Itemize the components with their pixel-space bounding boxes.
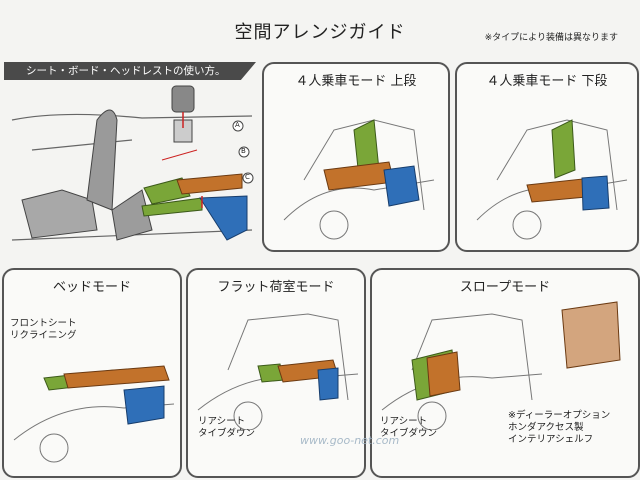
panel-flat-cargo: フラット荷室モード リアシート タイブダウン (186, 268, 366, 478)
equipment-note: ※タイプにより装備は異なります (484, 33, 618, 43)
slope-note: リアシート タイブダウン (380, 416, 438, 439)
panel-slope: スロープモード リアシート タイブダウン ※ディーラーオプション ホンダアクセス… (370, 268, 640, 478)
panel-label: スロープモード (459, 280, 551, 295)
option-note: ※ディーラーオプション ホンダアクセス製 インテリアシェルフ (508, 410, 611, 445)
bed-illustration (13, 365, 175, 463)
watermark: www.goo-net.com (300, 434, 400, 447)
four-upper-illustration (283, 119, 435, 240)
panel-bed: ベッドモード フロントシート リクライニング (2, 268, 182, 478)
seat-usage-illustration (11, 85, 254, 241)
flat-note: リアシート タイブダウン (198, 416, 256, 439)
slope-illustration (381, 301, 621, 430)
marker-a: A (235, 121, 240, 129)
panel-label: ４人乗車モード 上段 (295, 74, 417, 89)
usage-banner: シート・ボード・ヘッドレストの使い方。 (4, 62, 256, 80)
panel-four-lower: ４人乗車モード 下段 (455, 62, 639, 252)
panel-label: フラット荷室モード (217, 280, 335, 295)
panel-four-upper: ４人乗車モード 上段 (262, 62, 450, 252)
page-title: 空間アレンジガイド (234, 22, 406, 43)
flat-illustration (197, 313, 359, 430)
marker-b: B (241, 147, 246, 155)
bed-note: フロントシート リクライニング (10, 318, 77, 341)
marker-c: C (245, 173, 250, 181)
panel-label: ４人乗車モード 下段 (486, 74, 608, 89)
panel-label: ベッドモード (52, 280, 131, 295)
four-lower-illustration (476, 119, 628, 240)
